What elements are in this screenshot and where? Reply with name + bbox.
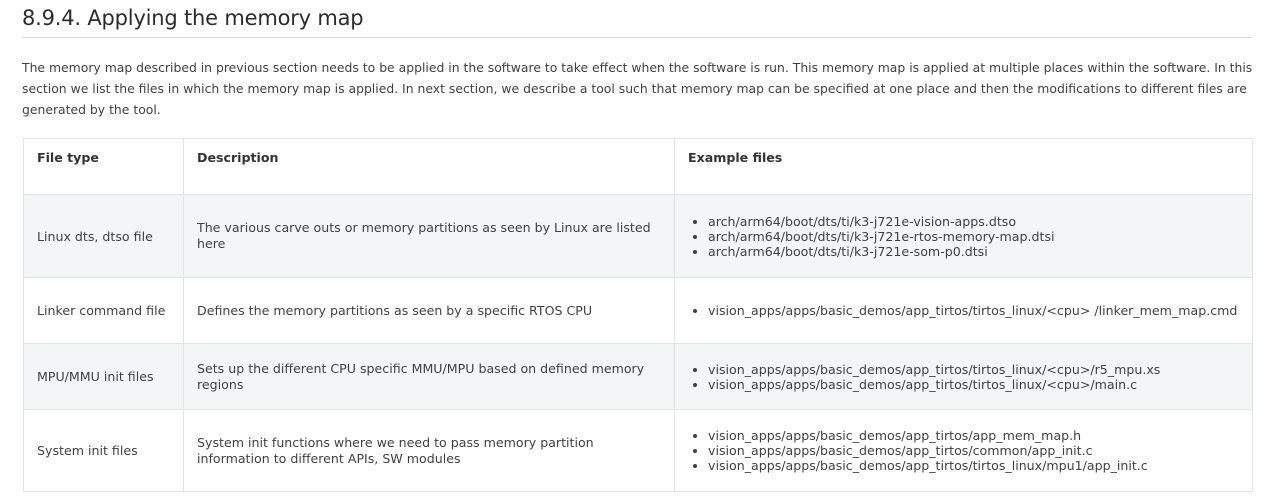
table-row: System init files System init functions … (23, 409, 1253, 492)
cell-file-type: System init files (23, 409, 184, 492)
header-example-files: Example files (674, 138, 1253, 195)
cell-file-type: Linux dts, dtso file (23, 194, 184, 278)
file-item: vision_apps/apps/basic_demos/app_tirtos/… (708, 362, 1239, 377)
table-row: Linker command file Defines the memory p… (23, 277, 1253, 344)
cell-description: Defines the memory partitions as seen by… (183, 277, 675, 344)
file-item: vision_apps/apps/basic_demos/app_tirtos/… (708, 443, 1239, 458)
memory-map-files-table: File type Description Example files Linu… (23, 138, 1253, 492)
file-item: arch/arm64/boot/dts/ti/k3-j721e-rtos-mem… (708, 229, 1239, 244)
file-item: arch/arm64/boot/dts/ti/k3-j721e-som-p0.d… (708, 244, 1239, 259)
file-item: arch/arm64/boot/dts/ti/k3-j721e-vision-a… (708, 214, 1239, 229)
header-description: Description (183, 138, 675, 195)
description-text: The various carve outs or memory partiti… (197, 220, 651, 251)
cell-description: The various carve outs or memory partiti… (183, 194, 675, 278)
file-item: vision_apps/apps/basic_demos/app_tirtos/… (708, 428, 1239, 443)
description-text: Sets up the different CPU specific MMU/M… (197, 360, 645, 392)
description-text: System init functions where we need to p… (197, 434, 594, 466)
file-item: vision_apps/apps/basic_demos/app_tirtos/… (708, 458, 1239, 473)
cell-example-files: vision_apps/apps/basic_demos/app_tirtos/… (674, 277, 1253, 344)
cell-file-type: Linker command file (23, 277, 184, 344)
intro-paragraph: The memory map described in previous sec… (22, 60, 1253, 117)
section-title: 8.9.4. Applying the memory map (22, 6, 1252, 38)
file-list: arch/arm64/boot/dts/ti/k3-j721e-vision-a… (688, 214, 1239, 259)
header-file-type: File type (23, 138, 184, 195)
table-header-row: File type Description Example files (23, 138, 1253, 195)
cell-description: System init functions where we need to p… (183, 409, 675, 492)
table-row: MPU/MMU init files Sets up the different… (23, 343, 1253, 410)
file-item: vision_apps/apps/basic_demos/app_tirtos/… (708, 303, 1239, 318)
cell-example-files: arch/arm64/boot/dts/ti/k3-j721e-vision-a… (674, 194, 1253, 278)
table-row: Linux dts, dtso file The various carve o… (23, 194, 1253, 278)
file-item: vision_apps/apps/basic_demos/app_tirtos/… (708, 377, 1239, 392)
cell-file-type: MPU/MMU init files (23, 343, 184, 410)
cell-description: Sets up the different CPU specific MMU/M… (183, 343, 675, 410)
description-text: Defines the memory partitions as seen by… (197, 302, 593, 318)
cell-example-files: vision_apps/apps/basic_demos/app_tirtos/… (674, 343, 1253, 410)
file-list: vision_apps/apps/basic_demos/app_tirtos/… (688, 362, 1239, 392)
file-list: vision_apps/apps/basic_demos/app_tirtos/… (688, 428, 1239, 473)
file-list: vision_apps/apps/basic_demos/app_tirtos/… (688, 303, 1239, 318)
cell-example-files: vision_apps/apps/basic_demos/app_tirtos/… (674, 409, 1253, 492)
